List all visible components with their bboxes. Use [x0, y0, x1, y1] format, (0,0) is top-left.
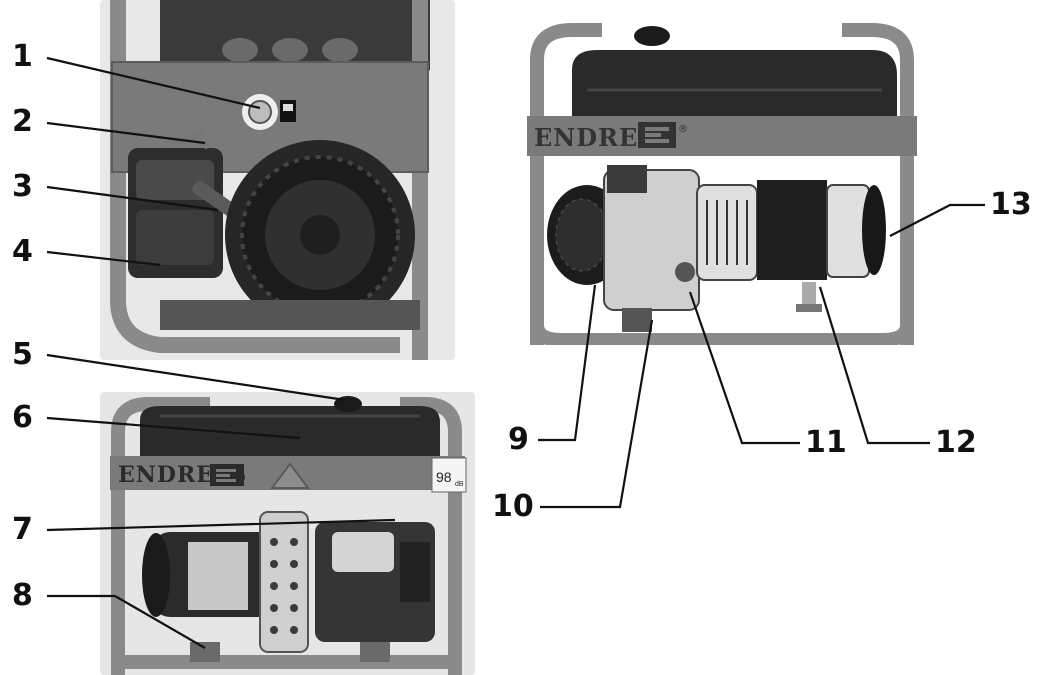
leader-line-8b — [114, 595, 206, 649]
leader-line-12 — [818, 286, 930, 445]
callout-4: 4 — [12, 234, 33, 269]
photo-alternator-side: ENDRESS ® — [512, 20, 927, 345]
leader-line-13 — [889, 203, 985, 237]
leader-line-4 — [46, 250, 161, 267]
leader-line-7 — [46, 518, 396, 532]
leader-line-2 — [46, 121, 206, 145]
callout-9: 9 — [508, 422, 529, 457]
callout-13: 13 — [990, 187, 1032, 222]
callout-2: 2 — [12, 104, 33, 139]
leader-line-10 — [540, 319, 654, 509]
callout-5: 5 — [12, 337, 33, 372]
callout-1: 1 — [12, 39, 33, 74]
callout-11: 11 — [805, 425, 847, 460]
leader-line-3 — [46, 185, 219, 212]
callout-6: 6 — [12, 400, 33, 435]
leader-line-6 — [46, 416, 301, 440]
photo-tank-side: ENDRESS 98 dB — [100, 392, 475, 675]
brand-registered: ® — [678, 124, 688, 135]
callout-8: 8 — [12, 578, 33, 613]
callout-10: 10 — [492, 489, 534, 524]
leader-line-11 — [688, 291, 800, 445]
callout-7: 7 — [12, 512, 33, 547]
callout-3: 3 — [12, 169, 33, 204]
db-plate-value: 98 — [436, 469, 452, 485]
photo-engine-side — [100, 0, 455, 360]
leader-line-1 — [46, 56, 261, 110]
brand-logo-2 — [210, 464, 244, 486]
db-plate-unit: dB — [455, 481, 464, 488]
leader-line-5 — [46, 353, 346, 402]
brand-logo-3 — [638, 122, 676, 148]
callout-12: 12 — [935, 425, 977, 460]
leader-line-9 — [538, 284, 597, 442]
